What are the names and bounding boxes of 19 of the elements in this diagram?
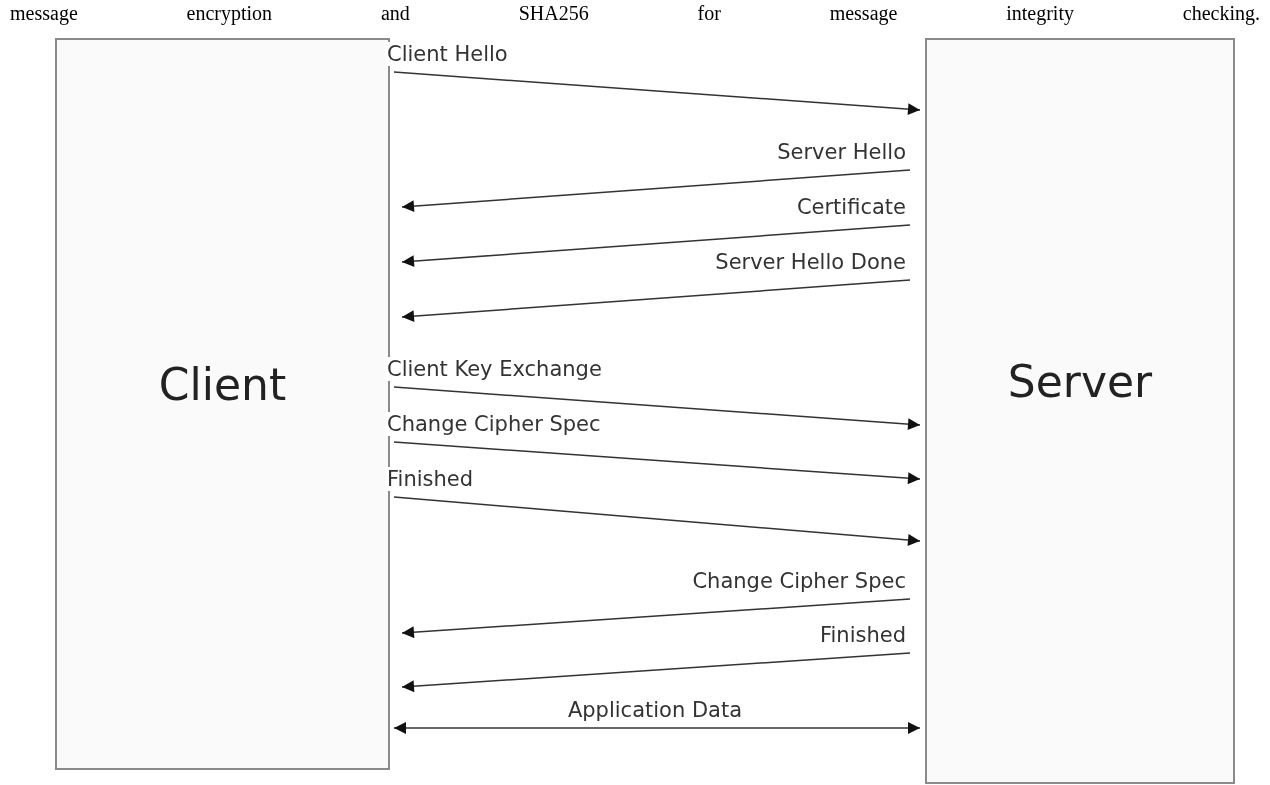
- arrow: [401, 169, 911, 213]
- edge-label: Change Cipher Spec: [385, 412, 603, 436]
- participant-name: Server: [1007, 355, 1153, 407]
- edge-label: Client Hello: [385, 42, 510, 66]
- arrow: [401, 279, 911, 323]
- caption-text: message encryption and SHA256 for message integrity checking.: [10, 1, 1260, 26]
- arrow: [393, 71, 921, 116]
- arrow: [393, 386, 921, 431]
- arrow: [401, 652, 911, 693]
- arrow: [401, 224, 911, 268]
- edge-label: Client Key Exchange: [385, 357, 604, 381]
- arrow: [393, 496, 921, 546]
- arrow: [393, 722, 921, 734]
- edge-label: Change Cipher Spec: [690, 569, 908, 593]
- arrow: [393, 441, 921, 485]
- arrow: [401, 598, 911, 639]
- participant-name: Client: [158, 358, 287, 410]
- participant-box: [55, 38, 390, 770]
- participant-box: [925, 38, 1235, 784]
